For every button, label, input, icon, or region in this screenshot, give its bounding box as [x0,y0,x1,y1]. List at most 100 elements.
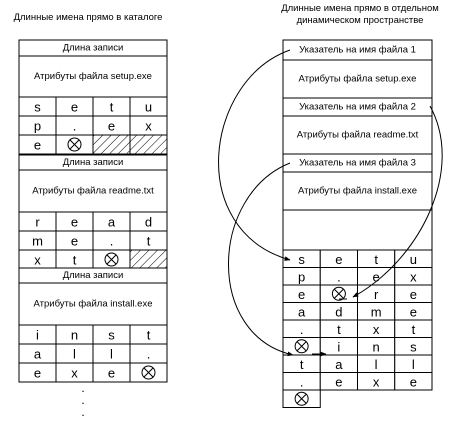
continuation-dot: . [81,393,84,407]
directory-entry: Указатель на имя файла 1 Атрибуты файла s… [282,39,433,99]
name-char: e [335,374,342,389]
name-char: s [34,100,41,115]
name-char: . [300,322,304,337]
file-attributes-field [282,171,433,211]
name-char: t [110,100,114,115]
record-length-label: Длина записи [63,157,124,168]
name-char: a [335,357,343,372]
name-char: n [373,339,380,354]
name-char: . [337,269,341,284]
name-char: t [337,322,341,337]
name-char: e [108,119,115,134]
name-char: . [73,119,77,134]
file-attributes-field [18,169,168,213]
file-attributes-field [18,55,168,98]
name-terminator-icon [104,252,119,267]
directory-with-pointers: Указатель на имя файла 1 Атрибуты файла s… [282,39,433,251]
name-char: e [373,269,380,284]
name-char: t [147,328,151,343]
name-char: e [34,366,41,381]
name-char: d [335,304,342,319]
name-char: e [335,252,342,267]
name-char: t [412,322,416,337]
name-char: i [337,339,340,354]
file-attributes-label: Атрибуты файла setup.exe [34,71,152,82]
name-terminator-icon [294,391,309,406]
name-char: . [300,374,304,389]
file-attributes-label: Атрибуты файла readme.txt [297,130,419,141]
name-char: l [375,357,378,372]
name-char: l [412,357,415,372]
name-char: n [71,328,78,343]
name-char: t [374,252,378,267]
name-terminator-icon [294,339,309,354]
name-char: l [110,347,113,362]
name-char: t [147,234,151,249]
name-char: x [373,374,380,389]
name-char: e [298,287,305,302]
name-char: x [373,322,380,337]
right-caption-line2: динамическом пространстве [297,15,424,26]
empty-directory-space [282,209,433,251]
pointer-arrow-3 [228,162,294,357]
pointer-arrows [218,49,443,357]
name-char: t [73,253,77,268]
right-caption-line1: Длинные имена прямо в отдельном [281,3,439,14]
left-caption: Длинные имена прямо в каталоге [14,12,163,23]
file-attributes-label: Атрибуты файла setup.exe [299,74,417,85]
name-char: e [34,138,41,153]
name-char: r [374,287,379,302]
continuation-dots: . . . [81,381,84,419]
name-char: d [145,215,152,230]
name-char: u [410,252,417,267]
file-attributes-label: Атрибуты файла install.exe [34,299,153,310]
name-char-cell [394,372,433,391]
name-char: s [108,328,115,343]
name-char: u [145,100,152,115]
name-char: e [71,100,78,115]
name-char: a [298,304,306,319]
name-char: x [71,366,78,381]
name-char: i [36,328,39,343]
pointer-arrow-2 [352,105,443,298]
name-char: s [410,339,417,354]
name-char: x [145,119,152,134]
name-terminator-icon [331,286,346,301]
name-terminator-icon [67,137,82,152]
name-char: . [110,234,114,249]
unused-cell [129,249,168,270]
name-char: e [410,374,417,389]
name-char: a [34,347,42,362]
file-attributes-field [282,115,433,155]
file-attributes-label: Атрибуты файла readme.txt [32,186,154,197]
file-attributes-field [282,59,433,99]
name-char: e [410,304,417,319]
name-char: m [32,234,43,249]
name-char: m [371,304,382,319]
name-char: s [298,252,305,267]
name-char: t [300,357,304,372]
name-char: x [410,269,417,284]
unused-cell [129,134,168,155]
file-attributes-label: Атрибуты файла install.exe [298,186,417,197]
name-char: p [34,119,41,134]
unused-cell [92,134,131,155]
pointer-arrow-1 [218,49,291,261]
name-char: r [35,215,40,230]
record-length-label: Длина записи [63,270,124,281]
name-char: e [410,287,417,302]
name-char: e [71,234,78,249]
name-char: l [73,347,76,362]
name-char: e [71,215,78,230]
name-terminator-icon [141,365,156,380]
filename-pointer-label: Указатель на имя файла 1 [299,45,416,56]
continuation-dot: . [81,381,84,395]
